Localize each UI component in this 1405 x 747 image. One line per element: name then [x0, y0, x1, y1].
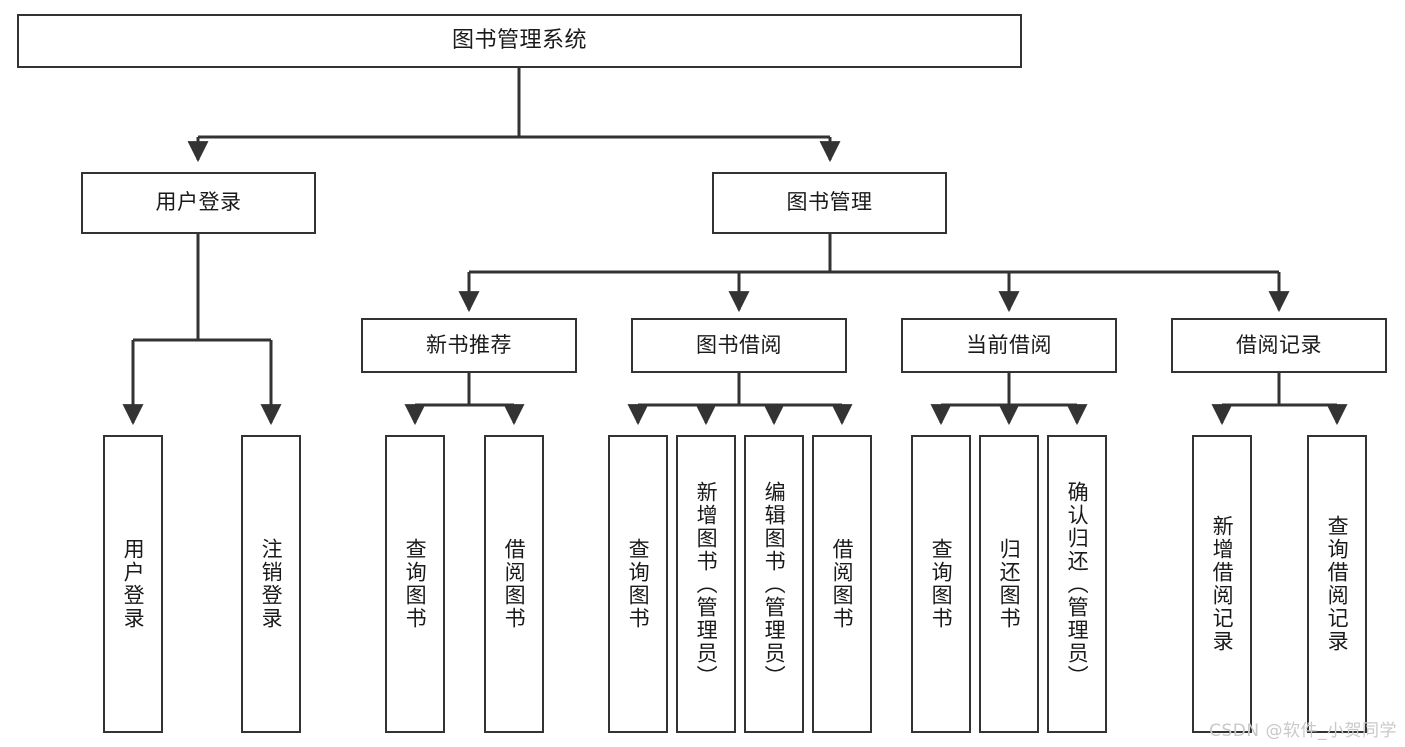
leaf-new-book-query[interactable]: 查询图书 — [385, 435, 445, 733]
node-new-book-recommend[interactable]: 新书推荐 — [361, 318, 577, 373]
node-label: 归还图书 — [997, 538, 1022, 630]
node-root-book-management-system[interactable]: 图书管理系统 — [17, 14, 1022, 68]
node-label: 借阅图书 — [502, 538, 527, 630]
leaf-borrow-add-book-admin[interactable]: 新增图书（管理员） — [676, 435, 736, 733]
leaf-borrow-borrow-book[interactable]: 借阅图书 — [812, 435, 872, 733]
leaf-user-login-login[interactable]: 用户登录 — [103, 435, 163, 733]
node-label: 图书管理 — [786, 190, 873, 215]
node-label: 新书推荐 — [426, 332, 512, 357]
leaf-borrow-query-book[interactable]: 查询图书 — [608, 435, 668, 733]
node-label: 编辑图书（管理员） — [762, 480, 787, 688]
node-label: 借阅记录 — [1236, 332, 1322, 357]
node-user-login[interactable]: 用户登录 — [81, 172, 316, 234]
leaf-current-query-book[interactable]: 查询图书 — [911, 435, 971, 733]
node-label: 用户登录 — [155, 190, 242, 215]
node-book-management[interactable]: 图书管理 — [712, 172, 947, 234]
node-label: 图书管理系统 — [451, 27, 587, 53]
node-label: 查询图书 — [929, 538, 954, 630]
leaf-current-confirm-return-admin[interactable]: 确认归还（管理员） — [1047, 435, 1107, 733]
node-label: 确认归还（管理员） — [1065, 480, 1090, 688]
leaf-record-query-borrow-record[interactable]: 查询借阅记录 — [1307, 435, 1367, 733]
node-label: 查询借阅记录 — [1325, 515, 1350, 653]
leaf-borrow-edit-book-admin[interactable]: 编辑图书（管理员） — [744, 435, 804, 733]
node-label: 用户登录 — [121, 538, 146, 630]
node-label: 图书借阅 — [696, 332, 782, 357]
node-label: 查询图书 — [626, 538, 651, 630]
node-label: 注销登录 — [259, 538, 284, 630]
leaf-user-login-logout[interactable]: 注销登录 — [241, 435, 301, 733]
leaf-record-add-borrow-record[interactable]: 新增借阅记录 — [1192, 435, 1252, 733]
csdn-watermark: CSDN @软件_小贺同学 — [1209, 721, 1397, 741]
node-label: 当前借阅 — [966, 332, 1052, 357]
leaf-current-return-book[interactable]: 归还图书 — [979, 435, 1039, 733]
node-label: 借阅图书 — [830, 538, 855, 630]
node-label: 查询图书 — [403, 538, 428, 630]
node-borrow-record[interactable]: 借阅记录 — [1171, 318, 1387, 373]
leaf-new-book-borrow[interactable]: 借阅图书 — [484, 435, 544, 733]
node-current-borrow[interactable]: 当前借阅 — [901, 318, 1117, 373]
node-label: 新增借阅记录 — [1210, 515, 1235, 653]
node-label: 新增图书（管理员） — [694, 480, 719, 688]
node-book-borrow[interactable]: 图书借阅 — [631, 318, 847, 373]
